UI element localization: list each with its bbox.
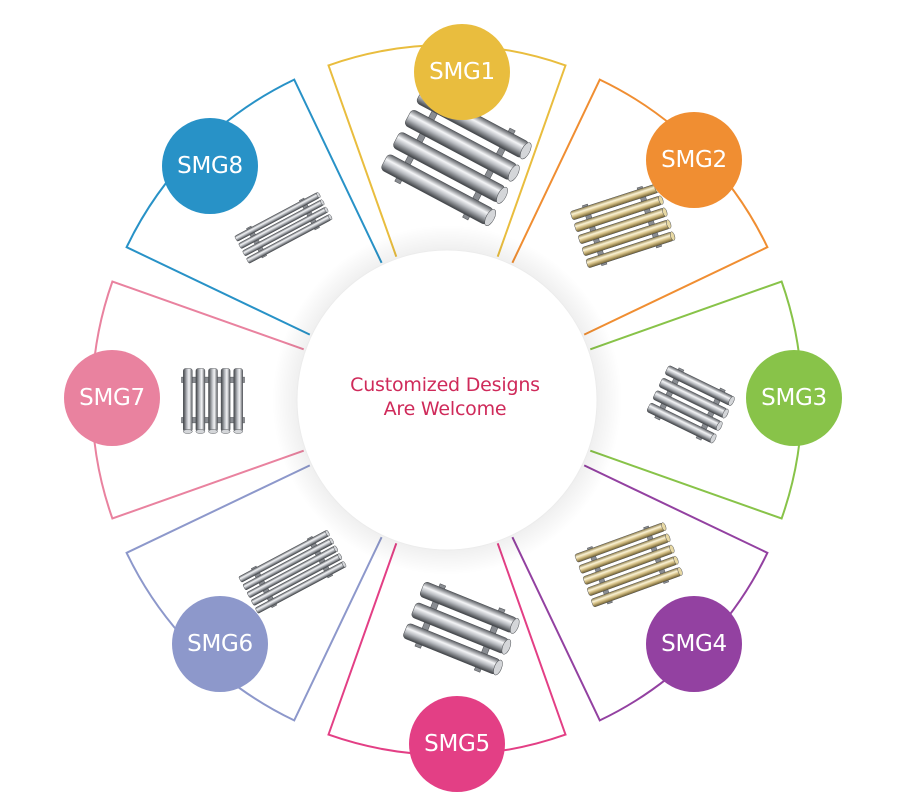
smg2-badge[interactable]: SMG2: [646, 112, 742, 208]
smg4-badge[interactable]: SMG4: [646, 596, 742, 692]
smg2-product-image: [570, 183, 676, 268]
center-caption-line1: Customized Designs: [350, 374, 540, 396]
smg6-badge[interactable]: SMG6: [172, 596, 268, 692]
smg7-badge[interactable]: SMG7: [64, 350, 160, 446]
smg4-product-image: [574, 522, 683, 607]
smg7-product-image: [181, 368, 245, 434]
center-caption-line2: Are Welcome: [383, 398, 507, 420]
smg1-badge[interactable]: SMG1: [414, 24, 510, 120]
smg3-product-image: [646, 365, 735, 444]
smg8-product-image: [234, 192, 333, 264]
center-hub: [296, 249, 598, 551]
smg5-product-image: [403, 582, 520, 676]
smg5-badge[interactable]: SMG5: [409, 696, 505, 792]
smg3-badge[interactable]: SMG3: [746, 350, 842, 446]
smg6-product-image: [238, 530, 347, 614]
center-caption: Customized Designs Are Welcome: [305, 357, 585, 437]
smg8-badge[interactable]: SMG8: [162, 118, 258, 214]
